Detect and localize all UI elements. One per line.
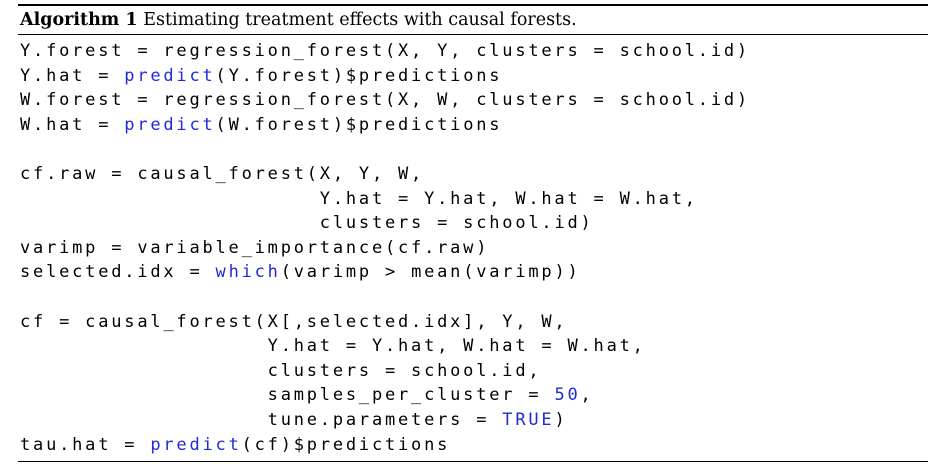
- code-line: [20, 285, 928, 310]
- code-line: Y.hat = Y.hat, W.hat = W.hat,: [20, 187, 928, 212]
- code-text: Y.hat =: [20, 65, 125, 86]
- code-text: clusters = school.id,: [20, 360, 542, 381]
- code-line: tau.hat = predict(cf)$predictions: [20, 433, 928, 458]
- code-keyword: predict: [124, 65, 216, 86]
- code-text: selected.idx =: [20, 262, 216, 283]
- code-text: clusters = school.id): [20, 213, 594, 234]
- code-line: tune.parameters = TRUE): [20, 408, 928, 433]
- code-text: (cf)$predictions: [241, 434, 451, 455]
- code-text: tau.hat =: [20, 434, 151, 455]
- code-text: (varimp > mean(varimp)): [280, 262, 581, 283]
- header-rule: [18, 34, 928, 35]
- code-text: Y.forest = regression_forest(X, Y, clust…: [20, 41, 750, 61]
- code-line: clusters = school.id): [20, 211, 928, 236]
- code-text: Y.hat = Y.hat, W.hat = W.hat,: [20, 336, 646, 357]
- bottom-rule: [18, 461, 928, 463]
- code-line: cf.raw = causal_forest(X, Y, W,: [20, 162, 928, 187]
- algorithm-block: Algorithm 1 Estimating treatment effects…: [18, 4, 928, 463]
- code-text: (W.forest)$predictions: [215, 114, 503, 135]
- code-line: W.hat = predict(W.forest)$predictions: [20, 113, 928, 138]
- code-text: ): [554, 409, 568, 430]
- code-line: clusters = school.id,: [20, 359, 928, 384]
- top-rule: [18, 4, 928, 6]
- code-keyword: TRUE: [502, 409, 555, 430]
- code-listing: Y.forest = regression_forest(X, Y, clust…: [18, 35, 928, 461]
- code-line: Y.hat = predict(Y.forest)$predictions: [20, 64, 928, 89]
- code-line: samples_per_cluster = 50,: [20, 383, 928, 408]
- code-text: cf.raw = causal_forest(X, Y, W,: [20, 163, 425, 184]
- code-line: Y.forest = regression_forest(X, Y, clust…: [20, 39, 928, 64]
- code-text: ,: [580, 385, 594, 406]
- code-keyword: 50: [554, 385, 581, 406]
- code-text: W.forest = regression_forest(X, W, clust…: [20, 90, 750, 111]
- code-keyword: predict: [124, 114, 216, 135]
- code-text: varimp = variable_importance(cf.raw): [20, 237, 490, 258]
- algorithm-caption: Estimating treatment effects with causal…: [143, 10, 577, 30]
- code-line: Y.hat = Y.hat, W.hat = W.hat,: [20, 334, 928, 359]
- algorithm-label: Algorithm 1: [20, 10, 138, 30]
- algorithm-header: Algorithm 1 Estimating treatment effects…: [18, 6, 928, 34]
- code-text: cf = causal_forest(X[,selected.idx], Y, …: [20, 311, 568, 332]
- code-text: (Y.forest)$predictions: [215, 65, 503, 86]
- code-line: selected.idx = which(varimp > mean(varim…: [20, 260, 928, 285]
- code-line: cf = causal_forest(X[,selected.idx], Y, …: [20, 310, 928, 335]
- code-line: [20, 137, 928, 162]
- code-text: samples_per_cluster =: [20, 385, 555, 406]
- code-line: W.forest = regression_forest(X, W, clust…: [20, 88, 928, 113]
- code-text: W.hat =: [20, 114, 125, 135]
- code-keyword: predict: [150, 434, 242, 455]
- code-text: Y.hat = Y.hat, W.hat = W.hat,: [20, 188, 698, 209]
- code-line: varimp = variable_importance(cf.raw): [20, 236, 928, 261]
- code-text: tune.parameters =: [20, 409, 503, 430]
- code-keyword: which: [215, 262, 281, 283]
